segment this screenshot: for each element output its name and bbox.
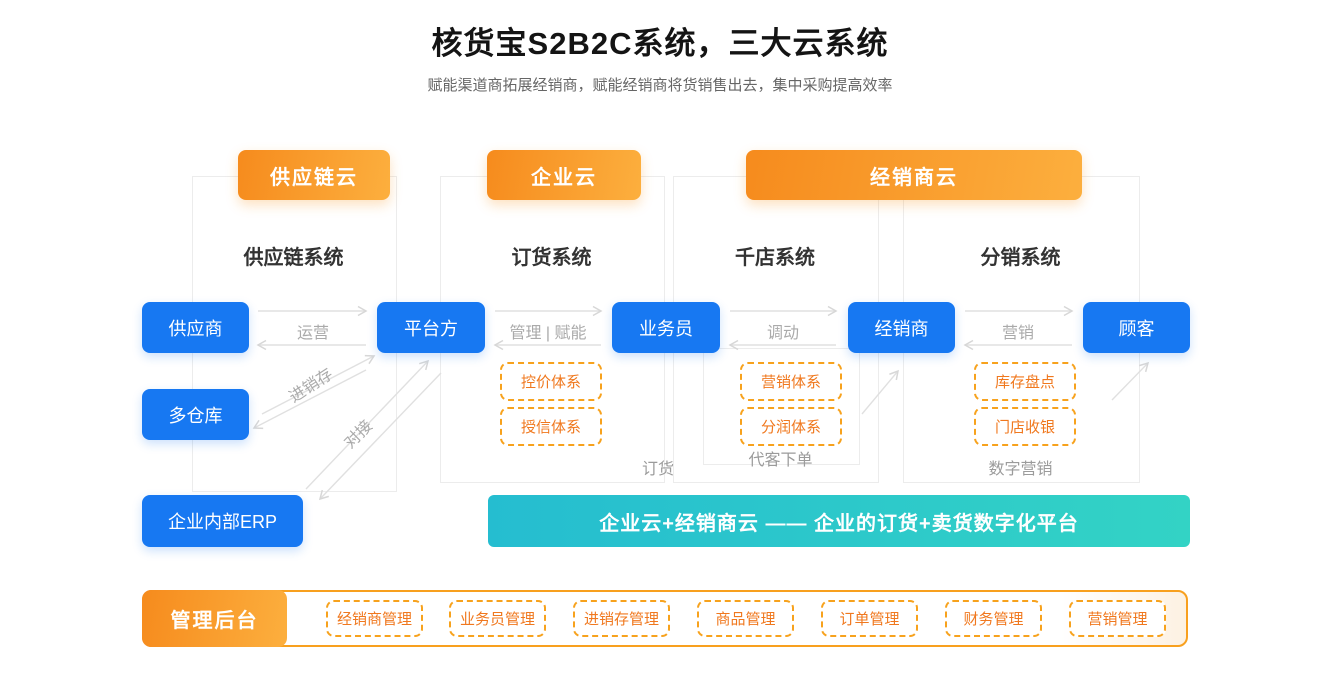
platform-node[interactable]: 平台方 — [377, 302, 485, 353]
marketing-system-label: 营销体系 — [760, 374, 821, 391]
section-title-distribution: 分销系统 — [980, 247, 1061, 269]
admin-backend-label: 管理后台 — [170, 610, 259, 632]
supplier-label: 供应商 — [168, 318, 223, 339]
marketing-management-label: 营销管理 — [1087, 611, 1148, 628]
area-label-ordering: 订货 — [641, 461, 674, 478]
flow-label-market: 营销 — [1001, 325, 1034, 342]
salesman-management-chip[interactable]: 业务员管理 — [449, 600, 546, 637]
salesman-node[interactable]: 业务员 — [612, 302, 720, 353]
credit-system-label: 授信体系 — [520, 419, 581, 436]
flow-label-dispatch: 调动 — [766, 325, 799, 342]
psi-management-label: 进销存管理 — [583, 611, 659, 628]
platform-summary-text: 企业云+经销商云 —— 企业的订货+卖货数字化平台 — [599, 512, 1079, 535]
credit-system-chip[interactable]: 授信体系 — [500, 407, 602, 446]
psi-management-chip[interactable]: 进销存管理 — [573, 600, 670, 637]
area-label-digital-marketing: 数字营销 — [988, 461, 1053, 478]
dealer-label: 经销商 — [874, 318, 929, 339]
marketing-system-chip[interactable]: 营销体系 — [740, 362, 842, 401]
admin-backend-badge[interactable]: 管理后台 — [142, 590, 287, 647]
customer-node[interactable]: 顾客 — [1083, 302, 1190, 353]
finance-management-chip[interactable]: 财务管理 — [945, 600, 1042, 637]
multi-warehouse-label: 多仓库 — [168, 405, 223, 426]
supply-cloud-badge[interactable]: 供应链云 — [238, 150, 390, 200]
price-control-label: 控价体系 — [520, 374, 581, 391]
profit-sharing-chip[interactable]: 分润体系 — [740, 407, 842, 446]
profit-sharing-label: 分润体系 — [760, 419, 821, 436]
page-title: 核货宝S2B2C系统，三大云系统 — [431, 26, 889, 61]
supplier-node[interactable]: 供应商 — [142, 302, 249, 353]
enterprise-cloud-label: 企业云 — [531, 166, 597, 189]
customer-label: 顾客 — [1118, 318, 1155, 339]
admin-backend-bar: 管理后台 经销商管理 业务员管理 进销存管理 商品管理 订单管理 财务管理 营销… — [142, 590, 1188, 647]
order-management-chip[interactable]: 订单管理 — [821, 600, 918, 637]
platform-label: 平台方 — [404, 318, 458, 339]
flow-label-operate: 运营 — [296, 325, 329, 342]
distributor-cloud-label: 经销商云 — [870, 166, 958, 189]
page-subtitle: 赋能渠道商拓展经销商，赋能经销商将货销售出去，集中采购提高效率 — [427, 77, 893, 94]
section-title-thousand-store: 千店系统 — [735, 247, 815, 269]
dealer-node[interactable]: 经销商 — [848, 302, 955, 353]
dealer-management-label: 经销商管理 — [336, 611, 412, 628]
supply-cloud-label: 供应链云 — [270, 166, 358, 189]
product-management-chip[interactable]: 商品管理 — [697, 600, 794, 637]
erp-label: 企业内部ERP — [167, 512, 277, 532]
area-label-proxy-order: 代客下单 — [748, 452, 813, 469]
flow-label-manage-empower: 管理 | 赋能 — [509, 325, 587, 342]
salesman-label: 业务员 — [639, 318, 693, 339]
multi-warehouse-node[interactable]: 多仓库 — [142, 389, 249, 440]
distributor-cloud-badge[interactable]: 经销商云 — [746, 150, 1082, 200]
product-management-label: 商品管理 — [715, 611, 776, 628]
platform-summary-banner: 企业云+经销商云 —— 企业的订货+卖货数字化平台 — [488, 495, 1190, 547]
enterprise-cloud-badge[interactable]: 企业云 — [487, 150, 641, 200]
marketing-management-chip[interactable]: 营销管理 — [1069, 600, 1166, 637]
section-title-supply-chain: 供应链系统 — [243, 247, 344, 269]
salesman-management-label: 业务员管理 — [459, 611, 535, 628]
order-management-label: 订单管理 — [839, 611, 900, 628]
store-pos-label: 门店收银 — [994, 419, 1055, 436]
dealer-management-chip[interactable]: 经销商管理 — [326, 600, 423, 637]
price-control-chip[interactable]: 控价体系 — [500, 362, 602, 401]
stocktake-label: 库存盘点 — [994, 374, 1055, 391]
stocktake-chip[interactable]: 库存盘点 — [974, 362, 1076, 401]
section-title-ordering: 订货系统 — [511, 247, 592, 269]
erp-node[interactable]: 企业内部ERP — [142, 495, 303, 547]
finance-management-label: 财务管理 — [963, 611, 1024, 628]
store-pos-chip[interactable]: 门店收银 — [974, 407, 1076, 446]
